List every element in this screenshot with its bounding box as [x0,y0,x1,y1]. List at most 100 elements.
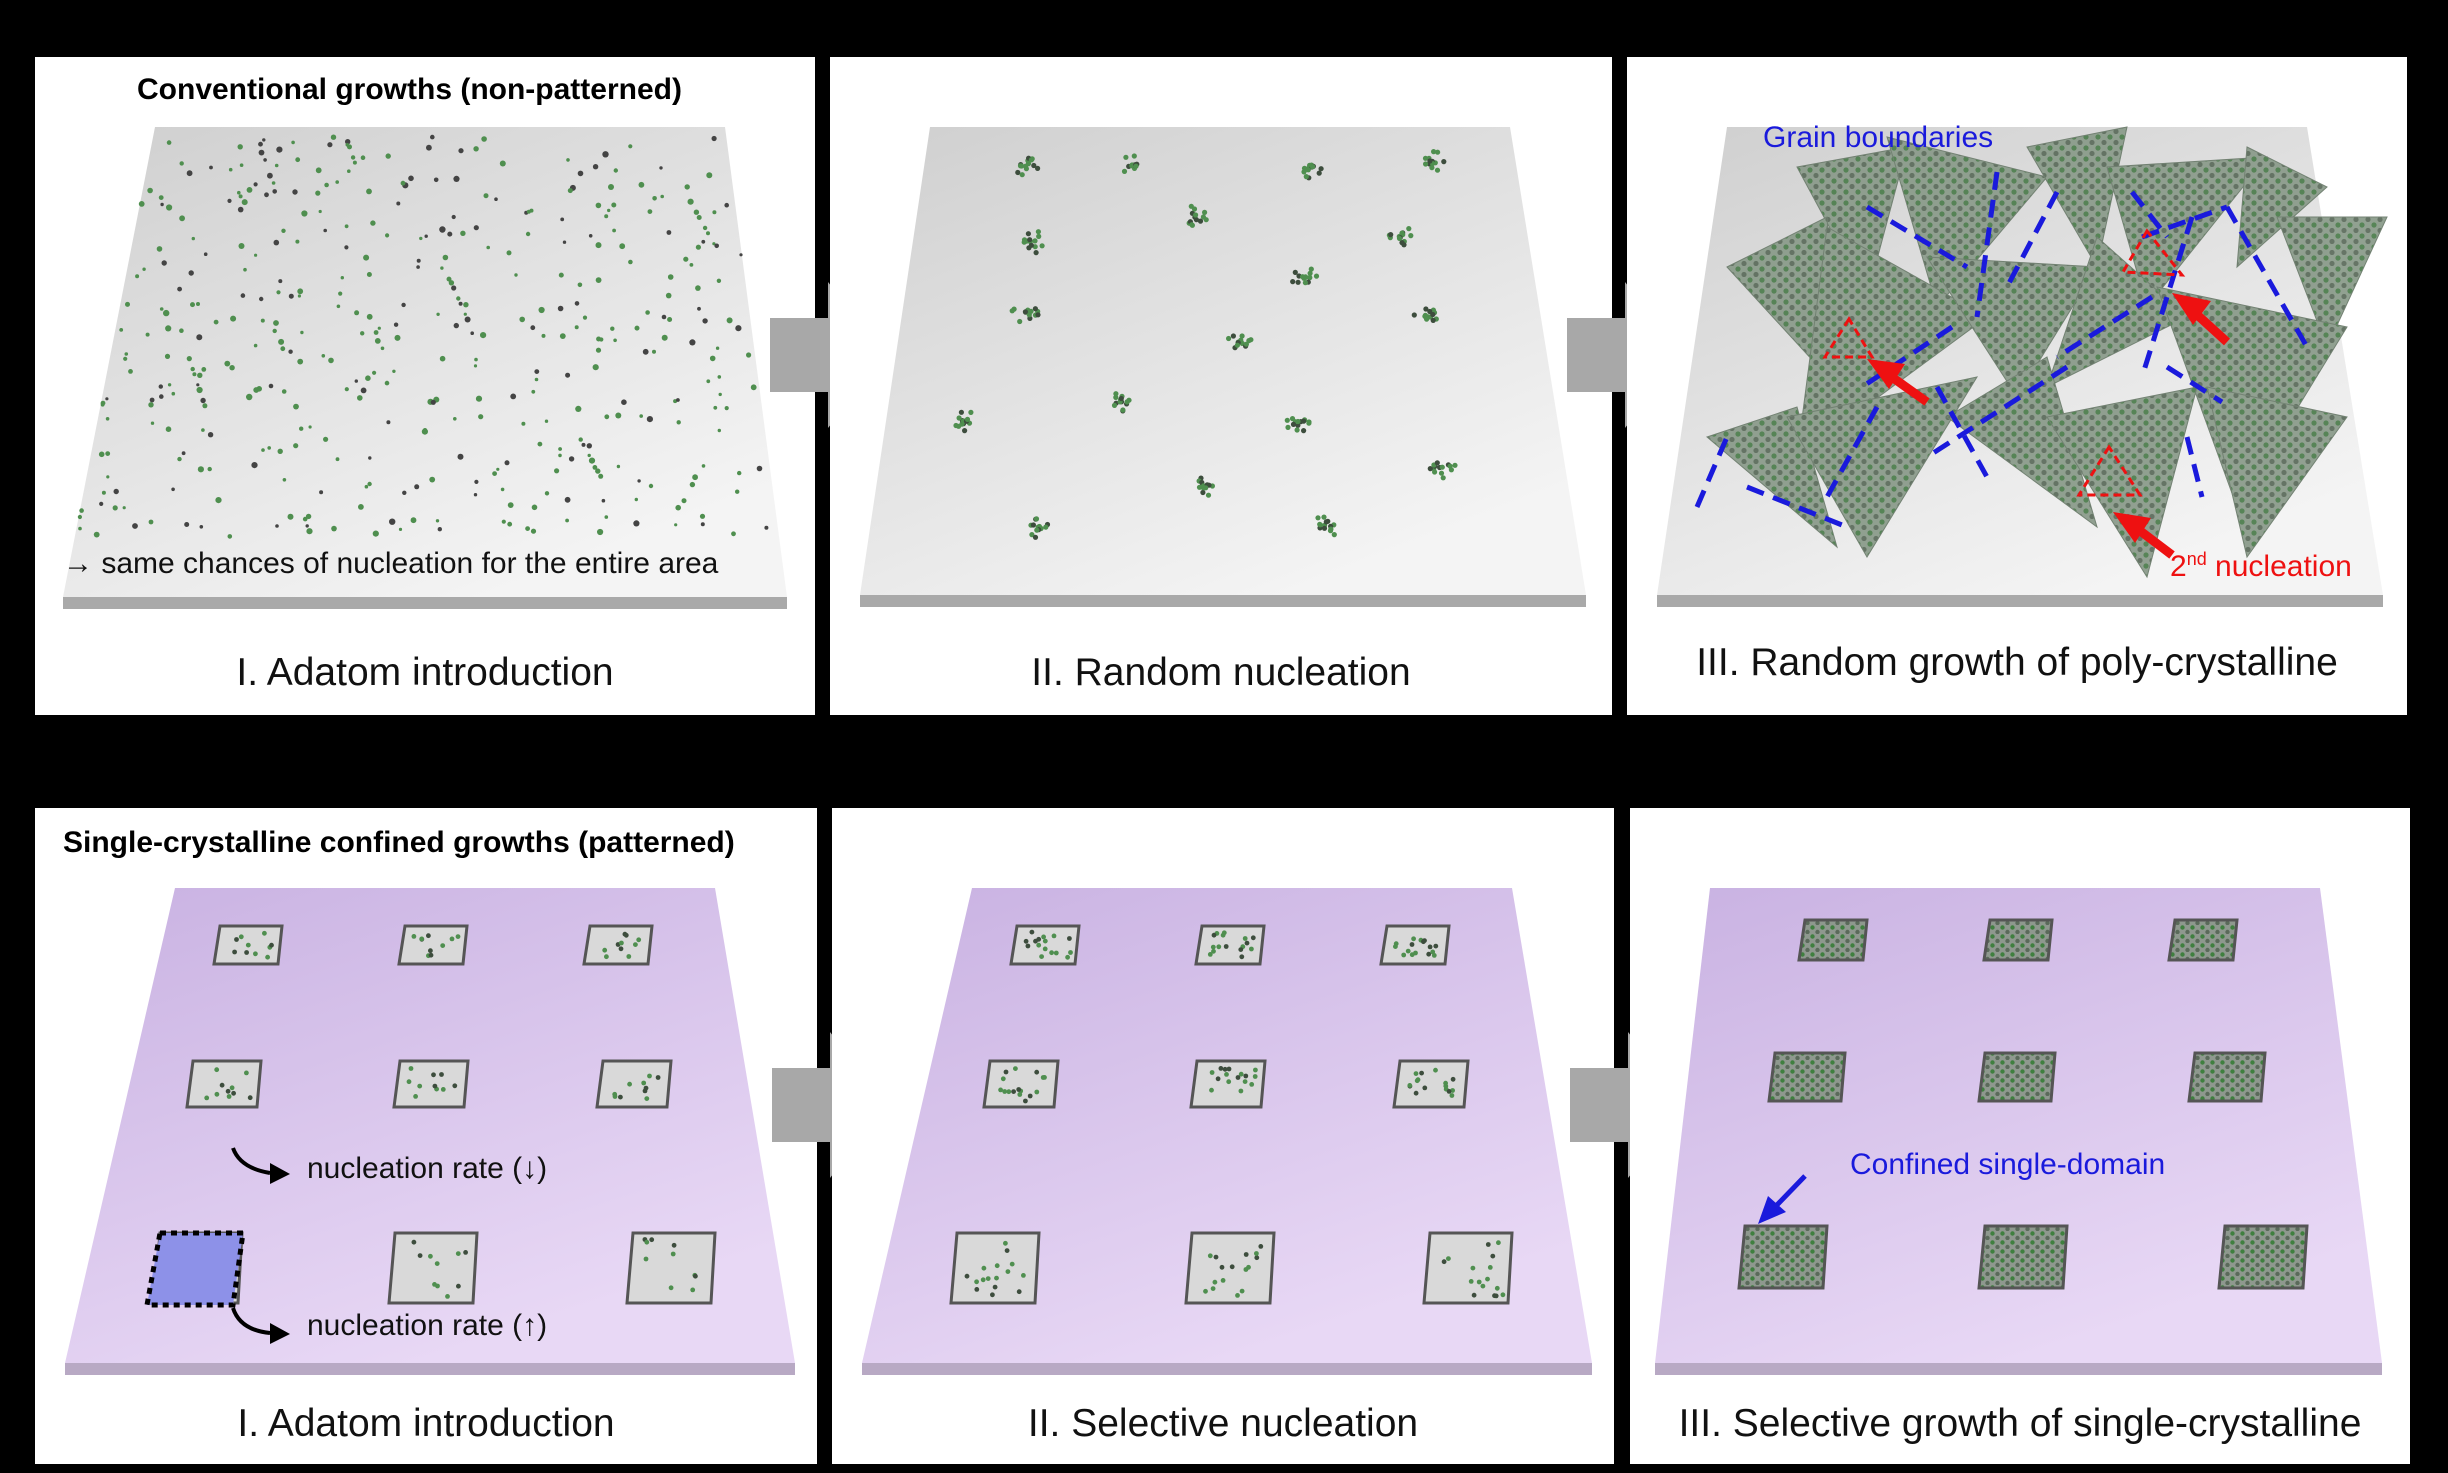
second-superscript: nd [2186,549,2207,569]
adatom [389,518,396,525]
adatom [372,530,379,537]
adatom [750,384,757,391]
adatom [165,426,172,433]
adatom [280,346,286,352]
adatom [207,432,214,438]
adatom [302,516,308,522]
adatom [98,451,105,458]
adatom [401,302,406,308]
adatom [534,377,539,382]
adatom [93,531,100,538]
adatom [227,534,233,539]
adatom [638,181,645,188]
adatom [258,141,263,147]
adatom [424,234,428,238]
adatom [582,315,588,320]
panel-heading: Conventional growths (non-patterned) [137,73,682,106]
second-number: 2 [2170,550,2187,583]
adatom [227,198,232,203]
adatom [190,302,195,308]
adatom [429,476,436,483]
confined-arrow [1758,1174,1807,1224]
adatom [494,197,498,201]
nucleus [1226,333,1254,351]
adatom [267,446,271,450]
adatom [167,383,172,387]
adatom [451,214,456,220]
adatom [199,525,204,529]
grain-boundaries [1694,171,2310,530]
adatom [396,201,401,206]
adatom [300,330,304,335]
adatom [566,158,570,162]
well [1194,924,1266,966]
adatom [291,140,295,145]
adatom [200,397,206,404]
adatom [676,420,681,425]
adatom [384,380,390,386]
adatom [714,243,719,249]
adatom [101,490,106,495]
adatom [676,398,680,402]
random-nuclei [953,149,1458,540]
adatom [701,464,706,468]
adatom [652,196,657,201]
adatom [273,320,279,326]
adatom [119,328,124,332]
adatom [416,265,420,269]
well [1737,1224,1829,1290]
highlighted-well [144,1230,246,1308]
adatom [695,244,702,250]
adatom [386,420,391,425]
well [397,924,469,966]
adatom [475,395,483,402]
adatom [419,236,423,241]
adatom [613,168,618,173]
adatom [534,369,540,374]
adatom [138,201,145,207]
adatom [615,412,622,419]
well [1379,924,1451,966]
adatom [554,468,560,474]
adatom [648,483,654,489]
adatom [159,394,164,399]
adatom [602,151,609,158]
adatom [597,528,604,536]
adatom [507,521,513,527]
adatom [295,157,301,163]
adatom [148,402,154,408]
adatom [100,400,106,406]
adatom [160,202,164,207]
adatom [360,155,366,160]
adatom [156,246,163,252]
rate-up-label: nucleation rate (↑) [307,1309,548,1342]
adatom [301,210,308,217]
adatom [735,325,742,332]
adatom [171,391,176,396]
adatom [360,387,367,394]
adatom [179,215,186,222]
adatom [340,276,344,280]
adatom [558,272,564,278]
adatom [633,520,640,527]
adatom [99,501,104,506]
grains [1705,126,2388,579]
panel-top-3: Grain boundaries 2nd nucleation III. Ran… [1627,57,2407,715]
adatom [712,210,717,215]
adatom [150,421,155,425]
adatom [267,172,273,179]
well [2187,1051,2267,1103]
adatom [292,189,298,195]
panel-top-2: II. Random nucleation [830,57,1612,715]
adatom [158,384,163,389]
adatom [531,389,536,394]
adatom [473,364,478,368]
adatom [726,317,733,324]
substrate-patterned [65,888,795,1375]
nucleus [1028,516,1051,540]
arrowhead [270,1323,290,1344]
adatom [634,325,640,331]
adatom [345,139,351,145]
adatom [277,448,283,454]
well [1982,918,2054,962]
